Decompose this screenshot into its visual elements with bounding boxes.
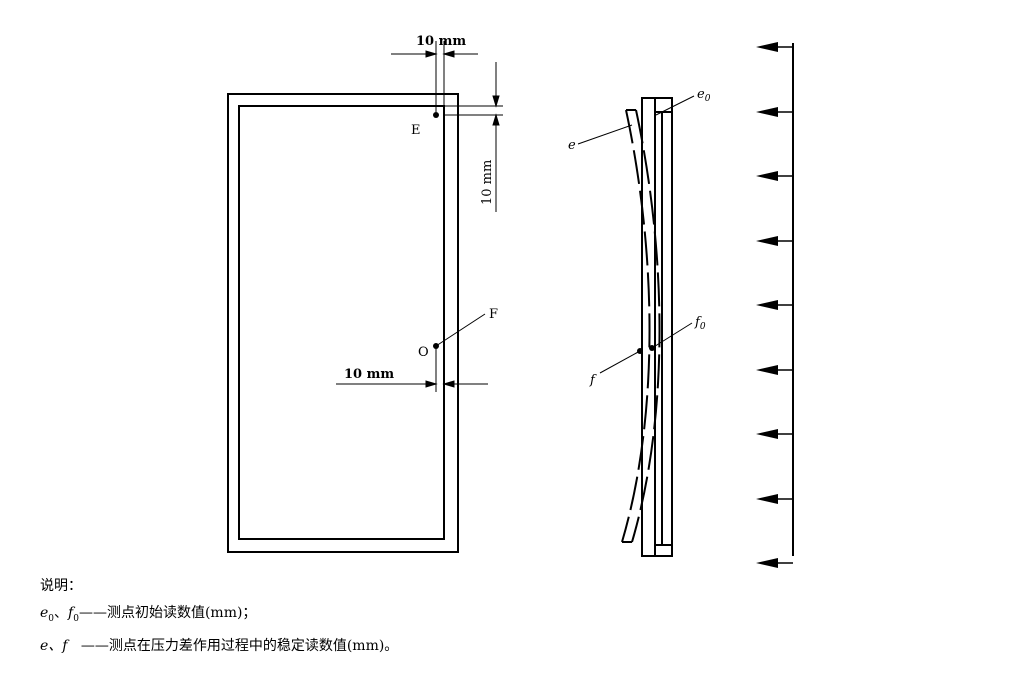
leader-F: [435, 313, 486, 347]
pressure-arrow-head: [756, 429, 778, 439]
label-e: e: [568, 138, 576, 153]
pressure-arrow-head: [756, 107, 778, 117]
point-O-label: O: [418, 345, 429, 360]
leader-f0: [651, 322, 693, 349]
dimension-vertical: [444, 62, 503, 212]
dim-top-label: 10 mm: [416, 34, 466, 49]
deflected-panel: [621, 109, 661, 543]
label-e0: e0: [697, 87, 711, 104]
label-f0: f0: [694, 315, 706, 332]
leader-f: [599, 350, 641, 374]
pressure-arrow-head: [756, 494, 778, 504]
pressure-arrow-head: [756, 42, 778, 52]
dimension-bottom: [336, 346, 488, 392]
label-f: f: [589, 373, 597, 388]
legend: 说明： e0、f0——测点初始读数值(mm)； e、f ——测点在压力差作用过程…: [40, 573, 740, 660]
point-E-label: E: [411, 123, 421, 138]
inner-frame: [238, 105, 445, 540]
dim-bottom-label: 10 mm: [344, 367, 394, 382]
pressure-arrow-head: [756, 236, 778, 246]
pressure-arrows: [756, 42, 794, 568]
pressure-arrow-head: [756, 365, 778, 375]
pressure-arrow-head: [756, 300, 778, 310]
legend-title: 说明：: [40, 578, 82, 594]
front-view: [227, 93, 459, 553]
pressure-arrow-head: [756, 558, 778, 568]
leader-e: [577, 124, 633, 145]
point-E-marker: [433, 112, 439, 118]
pressure-arrow-head: [756, 171, 778, 181]
legend-row-stable: e、f ——测点在压力差作用过程中的稳定读数值(mm)。: [40, 637, 399, 654]
legend-row-initial: e0、f0——测点初始读数值(mm)；: [40, 605, 257, 624]
side-outer-frame: [641, 97, 673, 557]
outer-frame: [227, 93, 459, 553]
dimension-top: [391, 41, 478, 112]
side-view: [641, 97, 673, 557]
dim-vertical-label: 10 mm: [480, 160, 495, 205]
leader-e0: [655, 95, 695, 116]
point-F-label: F: [489, 307, 498, 322]
